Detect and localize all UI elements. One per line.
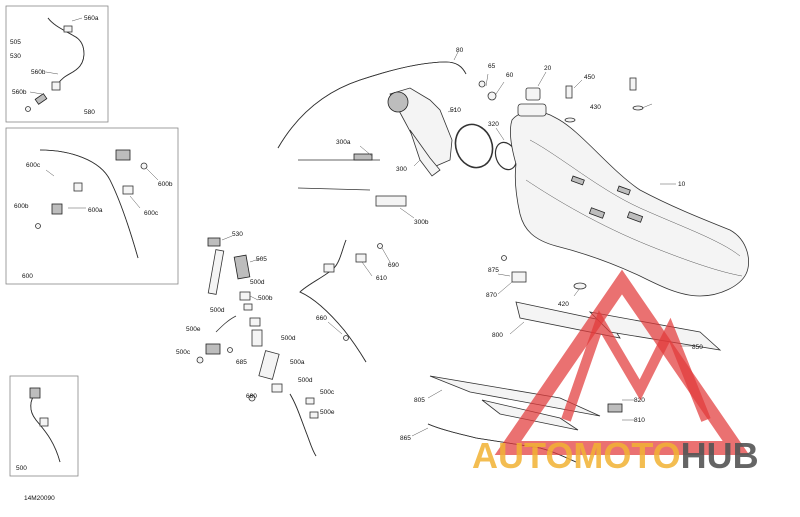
callout-560b: 560b	[31, 69, 46, 76]
callout-80: 80	[456, 47, 464, 54]
callout-660: 660	[316, 315, 327, 322]
callout-300: 300	[396, 166, 407, 173]
callout-530: 530	[232, 231, 243, 238]
diagram-code: 14M20090	[24, 495, 55, 502]
callout-865: 865	[400, 435, 411, 442]
watermark-text-part1: AUTOMOTO	[472, 435, 681, 476]
callout-600b: 600b	[14, 203, 29, 210]
callout-500d: 500d	[298, 377, 313, 384]
callout-810: 810	[634, 417, 645, 424]
fuel-tank: 20 450 430 10	[509, 65, 749, 297]
callout-600a: 600a	[88, 207, 103, 214]
callout-820: 820	[634, 397, 645, 404]
callout-500e: 500e	[186, 326, 201, 333]
callout-505: 505	[256, 256, 267, 263]
callout-500b: 500b	[258, 295, 273, 302]
callout-300a: 300a	[336, 139, 351, 146]
callout-60: 60	[506, 72, 514, 79]
callout-850: 850	[692, 344, 703, 351]
callout-600c: 600c	[144, 210, 159, 217]
callout-500e: 500e	[320, 409, 335, 416]
callout-690: 690	[388, 262, 399, 269]
watermark-text: AUTOMOTOHUB	[472, 435, 759, 476]
callout-870: 870	[486, 292, 497, 299]
callout-560b: 560b	[12, 89, 27, 96]
callout-600b: 600b	[158, 181, 173, 188]
breather-line-assembly: 690 610 660	[299, 239, 399, 363]
watermark-logo: AUTOMOTOHUB	[472, 269, 759, 476]
callout-320: 320	[488, 121, 499, 128]
callout-500: 500	[16, 465, 27, 472]
callout-580: 580	[84, 109, 95, 116]
vent-tube-and-pump: 80 65 60 510 320 300a 300 300b	[277, 47, 518, 226]
callout-500d: 500d	[250, 279, 265, 286]
callout-430: 430	[590, 104, 601, 111]
callout-800: 800	[492, 332, 503, 339]
callout-505: 505	[10, 39, 21, 46]
callout-500c: 500c	[320, 389, 335, 396]
callout-600c: 600c	[26, 162, 41, 169]
watermark-text-part2: HUB	[681, 435, 759, 476]
callout-500a: 500a	[290, 359, 305, 366]
detail-box-lower-left: 500	[9, 375, 79, 477]
callout-500c: 500c	[176, 349, 191, 356]
callout-300b: 300b	[414, 219, 429, 226]
callout-20: 20	[544, 65, 552, 72]
callout-680: 680	[246, 393, 257, 400]
callout-510: 510	[450, 107, 461, 114]
callout-560a: 560a	[84, 15, 99, 22]
callout-685: 685	[236, 359, 247, 366]
callout-600: 600	[22, 273, 33, 280]
callout-500d: 500d	[281, 335, 296, 342]
detail-box-middle-left: 600c 600b 600b 600a 600c 600	[5, 127, 179, 285]
detail-box-upper-left: 560a 505 530 560b 560b 580	[5, 5, 109, 123]
callout-805: 805	[414, 397, 425, 404]
callout-875: 875	[488, 267, 499, 274]
callout-500d: 500d	[210, 307, 225, 314]
fuel-line-assembly: 530 505 500d 500b 500d 500e 500c 685 500…	[176, 231, 335, 457]
callout-610: 610	[376, 275, 387, 282]
callout-450: 450	[584, 74, 595, 81]
callout-10: 10	[678, 181, 686, 188]
callout-65: 65	[488, 63, 496, 70]
tank-brackets-and-guards: 875 870 420 800 850 805 820 810 865	[400, 255, 722, 463]
callout-530: 530	[10, 53, 21, 60]
callout-420: 420	[558, 301, 569, 308]
